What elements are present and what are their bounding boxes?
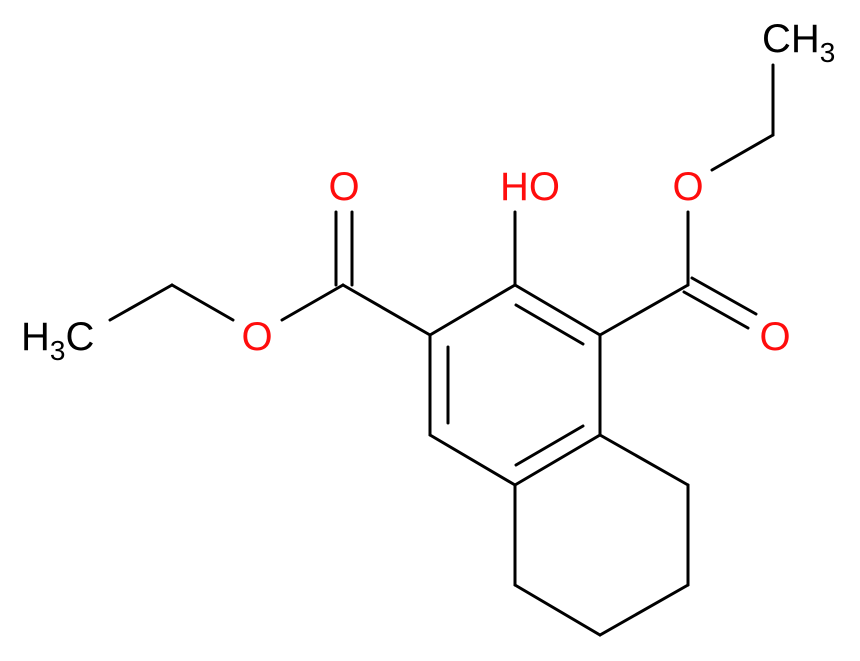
bond-c4-c5 [428,433,517,487]
bond-c2-carbonyl-right [598,283,690,337]
bond-c6-carbonyl-left [341,283,432,337]
bond-c8-c9 [598,583,690,637]
bond-left-ch2-ch3 [108,283,174,322]
bond-c9-c10 [513,583,602,637]
bond-c3-c4-double [514,424,585,467]
bond-carbonyl-right-double-a [682,290,750,330]
right-ether-oxygen-label: O [672,165,703,209]
left-ester-group: O O H3C [21,165,432,366]
hydroxyl-group: HO [500,165,560,287]
left-ether-oxygen-label: O [241,315,272,359]
bond-c1-c2 [513,283,602,337]
right-carbonyl-oxygen-label: O [759,315,790,359]
bond-c6-c1 [428,283,517,337]
bond-carbonyl-left-ether-o [280,283,345,322]
left-methyl-label: H3C [21,315,94,366]
bond-left-ether-o-ch2 [170,283,235,322]
aromatic-ring [428,283,602,487]
bond-carbonyl-right-double-b [690,276,758,316]
bond-right-ether-o-ch2 [710,133,775,172]
saturated-ring [513,433,690,637]
right-methyl-label: CH3 [762,17,835,68]
hydroxyl-label: HO [500,165,560,209]
bond-c1-c2-double [514,303,585,346]
bond-c3-c4 [513,433,602,487]
right-ester-group: O O CH3 [598,17,835,359]
bond-c3-c7 [598,433,690,487]
left-carbonyl-oxygen-label: O [328,165,359,209]
